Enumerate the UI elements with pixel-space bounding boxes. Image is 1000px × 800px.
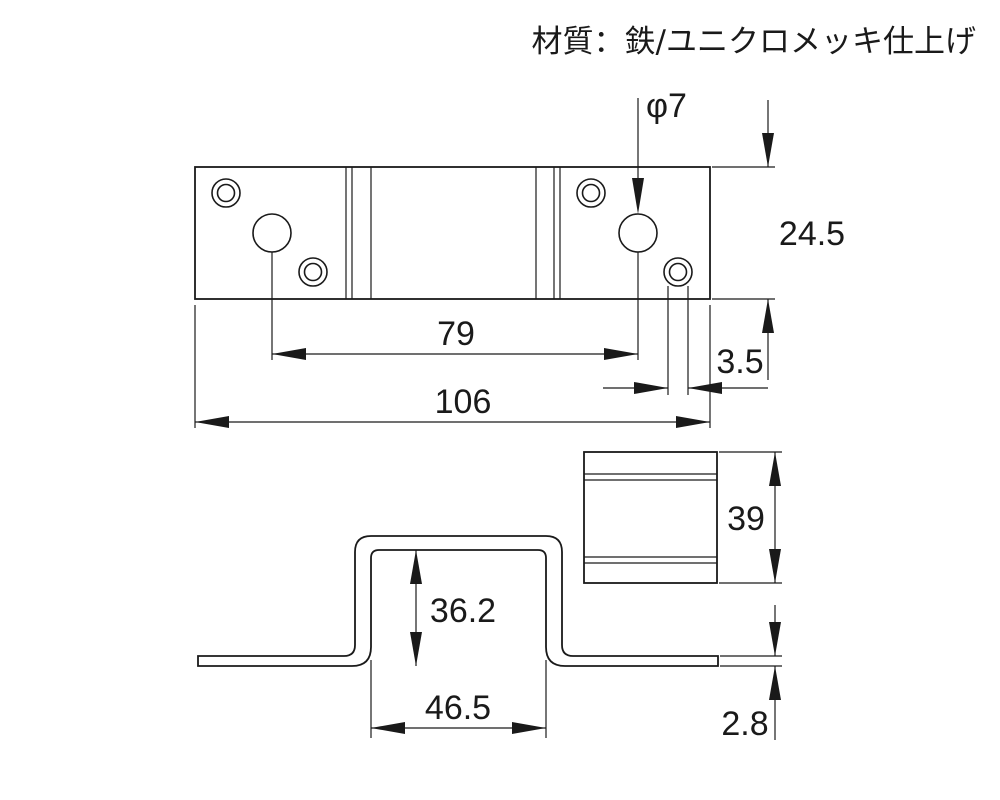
rivet-hole-3 xyxy=(576,178,606,208)
thickness-label: 2.8 xyxy=(721,705,768,743)
overall-length-label: 106 xyxy=(435,383,492,421)
end-view xyxy=(583,451,718,584)
dim-hole-pitch: 79 xyxy=(271,252,639,360)
plate-outline xyxy=(194,166,711,300)
dim-side-height: 39 xyxy=(719,451,782,584)
rivet-hole-2 xyxy=(298,257,328,287)
dim-overall-length: 106 xyxy=(194,305,711,428)
dim-height-top: 24.5 xyxy=(712,100,845,380)
slot-width-label: 3.5 xyxy=(716,343,763,381)
bent-profile xyxy=(197,535,719,667)
rivet-hole-4 xyxy=(663,257,693,287)
hole-diameter-callout: φ7 xyxy=(632,87,687,214)
bend-width-label: 46.5 xyxy=(425,689,491,727)
side-height-label: 39 xyxy=(727,500,765,538)
bend-height-label: 36.2 xyxy=(430,592,496,630)
rivet-hole-1 xyxy=(211,178,241,208)
height-top-label: 24.5 xyxy=(779,215,845,253)
dim-bend-height: 36.2 xyxy=(410,550,496,666)
dim-bend-width: 46.5 xyxy=(370,660,547,738)
hole-pitch-label: 79 xyxy=(437,315,475,353)
side-view xyxy=(197,535,719,667)
dim-slot-width: 3.5 xyxy=(603,286,768,395)
top-view xyxy=(194,166,711,300)
dim-thickness: 2.8 xyxy=(720,605,782,743)
hole-diameter-label: φ7 xyxy=(646,87,687,125)
material-note: 材質：鉄/ユニクロメッキ仕上げ xyxy=(532,24,976,60)
